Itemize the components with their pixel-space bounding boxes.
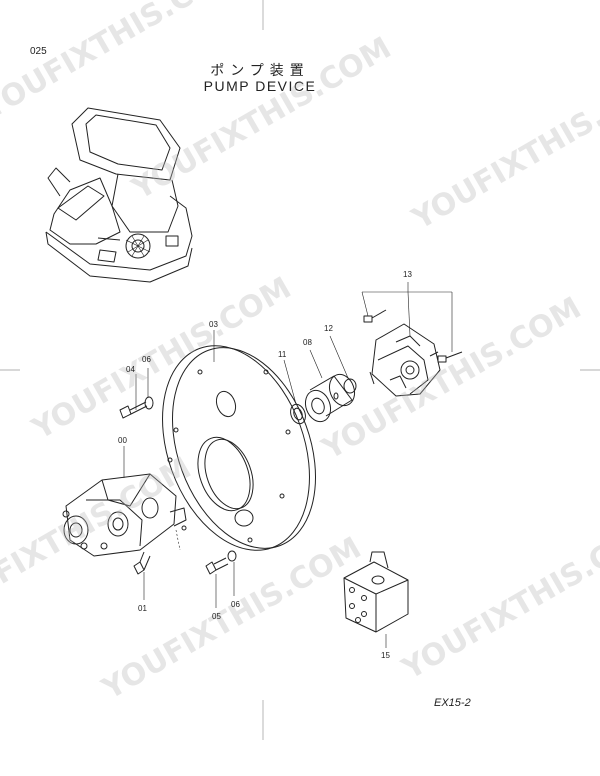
part-13-bolt-right <box>437 351 463 363</box>
part-04-bolt <box>119 401 148 419</box>
part-label-01: 01 <box>138 604 147 613</box>
page-title-japanese: ポンプ装置 <box>210 63 310 79</box>
part-13-flexible-coupling <box>371 323 441 397</box>
part-label-05: 05 <box>212 612 221 621</box>
page-number: 025 <box>30 46 47 57</box>
page-title: PUMP DEVICE <box>203 78 317 94</box>
part-11-oil-seal-inner <box>293 407 303 421</box>
machine-overview-drawing <box>45 107 193 283</box>
watermark-text: YOUFIXTHIS.COM <box>316 290 588 467</box>
part-03-mounting-plate <box>162 345 316 551</box>
watermark-text: YOUFIXTHIS.COM <box>126 30 398 207</box>
part-13-pin <box>369 371 375 385</box>
watermark-text: YOUFIXTHIS.COM <box>96 530 368 707</box>
part-label-08: 08 <box>303 338 312 347</box>
part-label-06-lower: 06 <box>231 600 240 609</box>
part-label-12: 12 <box>324 324 333 333</box>
crop-marks <box>0 0 600 740</box>
part-12-o-ring <box>343 378 357 394</box>
part-06-washer-upper <box>144 396 154 410</box>
part-05-bolt <box>205 557 229 575</box>
part-label-15: 15 <box>381 651 390 660</box>
watermark-text: YOUFIXTHIS.COM <box>0 0 247 127</box>
watermark-text: YOUFIXTHIS.COM <box>406 60 600 237</box>
part-label-03: 03 <box>209 320 218 329</box>
part-label-06-upper: 06 <box>142 355 151 364</box>
part-00-gear-pump <box>62 473 187 557</box>
part-label-04: 04 <box>126 365 135 374</box>
watermark-text: YOUFIXTHIS.COM <box>396 510 600 687</box>
model-code: EX15-2 <box>434 697 471 709</box>
part-label-00: 00 <box>118 436 127 445</box>
part-08-coupling-sleeve <box>304 373 356 423</box>
part-06-washer-lower <box>227 550 237 562</box>
watermark: YOUFIXTHIS.COM YOUFIXTHIS.COM YOUFIXTHIS… <box>0 0 600 707</box>
part-label-13: 13 <box>403 270 412 279</box>
part-01-bolt <box>133 551 151 575</box>
part-11-oil-seal <box>290 403 306 425</box>
part-13-bolt-upper <box>363 309 387 323</box>
part-label-11: 11 <box>278 350 287 359</box>
leader-lines <box>123 282 453 648</box>
watermark-text: YOUFIXTHIS.COM <box>0 450 197 627</box>
part-15-pump <box>343 551 409 633</box>
